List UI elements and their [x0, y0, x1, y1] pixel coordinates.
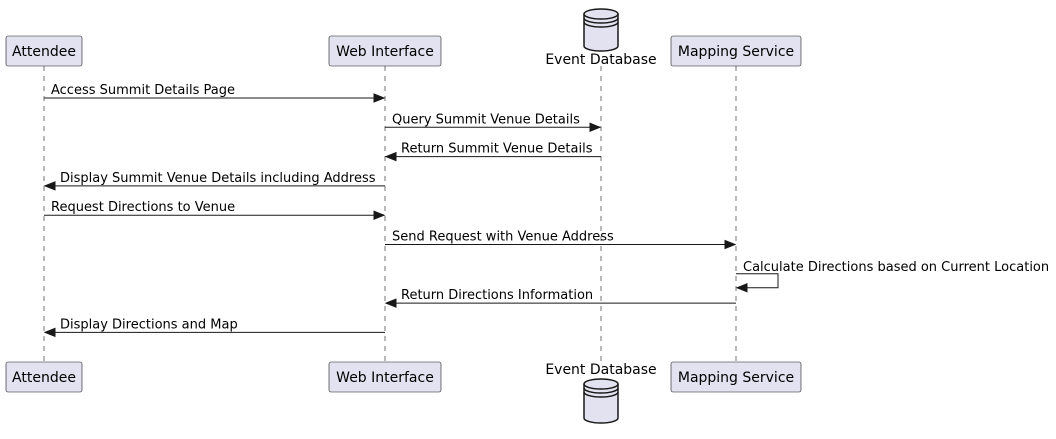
participant-label: Attendee — [12, 370, 76, 386]
message-2: Query Summit Venue Details — [385, 112, 602, 133]
participant-label: Mapping Service — [678, 44, 794, 60]
message-label: Calculate Directions based on Current Lo… — [743, 260, 1049, 275]
participant-label: Event Database — [545, 362, 656, 378]
participant-db-bottom: Event Database — [545, 362, 657, 424]
message-8: Return Directions Information — [384, 288, 736, 308]
message-label: Query Summit Venue Details — [392, 112, 580, 127]
message-9: Display Directions and Map — [43, 317, 385, 338]
message-label: Return Directions Information — [401, 288, 593, 303]
message-label: Display Summit Venue Details including A… — [60, 171, 376, 186]
database-icon-rim — [583, 387, 619, 394]
participant-web-top: Web Interface — [328, 35, 442, 67]
database-icon-rim — [583, 391, 619, 398]
participant-label: Web Interface — [336, 370, 434, 386]
participant-attendee-top: Attendee — [5, 35, 83, 67]
message-label: Display Directions and Map — [60, 317, 238, 332]
message-5: Request Directions to Venue — [44, 200, 386, 220]
message-1: Access Summit Details Page — [44, 83, 386, 103]
self-message-arrow — [736, 273, 779, 289]
participant-box — [5, 361, 83, 393]
arrowhead — [373, 93, 386, 103]
arrowhead — [724, 239, 737, 250]
participant-db-top: Event Database — [545, 8, 657, 68]
participant-label: Web Interface — [336, 44, 434, 60]
message-7: Calculate Directions based on Current Lo… — [735, 260, 1049, 293]
arrowhead — [735, 283, 748, 293]
participant-map-bottom: Mapping Service — [670, 361, 802, 393]
database-icon — [583, 384, 619, 424]
participant-label: Attendee — [12, 44, 76, 60]
message-4: Display Summit Venue Details including A… — [43, 171, 385, 191]
message-label: Access Summit Details Page — [51, 83, 235, 98]
participant-box — [5, 35, 83, 67]
message-label: Return Summit Venue Details — [401, 142, 593, 157]
participant-box — [670, 361, 802, 393]
database-icon-top — [583, 378, 619, 390]
arrowhead — [43, 181, 56, 191]
participant-label: Mapping Service — [678, 370, 794, 386]
arrowhead — [373, 210, 386, 220]
arrowhead — [384, 151, 397, 162]
arrowhead — [43, 327, 56, 338]
database-icon-rim — [583, 17, 619, 24]
participant-box — [328, 361, 442, 393]
participant-box — [670, 35, 802, 67]
database-icon-rim — [583, 21, 619, 28]
database-icon-top — [583, 8, 619, 20]
participant-box — [328, 35, 442, 67]
message-3: Return Summit Venue Details — [384, 142, 601, 162]
message-6: Send Request with Venue Address — [385, 230, 737, 250]
message-label: Send Request with Venue Address — [392, 230, 614, 245]
arrowhead — [384, 298, 397, 308]
arrowhead — [589, 122, 602, 133]
database-icon — [583, 14, 619, 52]
participant-web-bottom: Web Interface — [328, 361, 442, 393]
message-label: Request Directions to Venue — [51, 200, 235, 215]
participant-map-top: Mapping Service — [670, 35, 802, 67]
participant-label: Event Database — [545, 52, 656, 68]
participant-attendee-bottom: Attendee — [5, 361, 83, 393]
